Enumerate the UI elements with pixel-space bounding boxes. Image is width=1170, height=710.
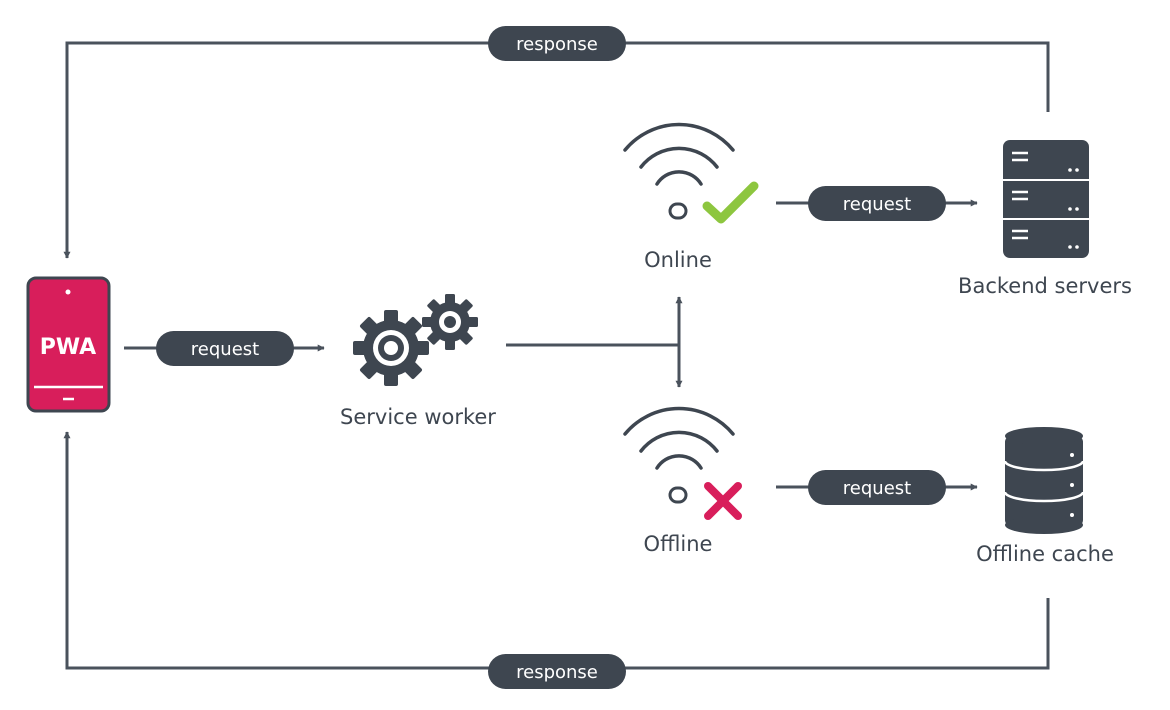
server-icon: [1003, 140, 1089, 258]
online-to-backend-pill: request: [808, 186, 946, 221]
backend-label: Backend servers: [958, 274, 1132, 298]
cross-icon: [704, 482, 742, 520]
phone-icon: [26, 276, 111, 413]
online-label: Online: [644, 248, 712, 272]
pwa-node: PWA: [26, 276, 111, 413]
offline-to-cache-label: request: [843, 478, 911, 499]
pwa-to-sw-pill: request: [156, 331, 294, 366]
cache-label: Offline cache: [976, 542, 1114, 566]
response-bottom-label: response: [516, 662, 598, 683]
pwa-label: PWA: [40, 335, 96, 360]
wifi-icon: [623, 406, 735, 504]
service-worker-label: Service worker: [340, 405, 496, 429]
cache-node: Offline cache: [976, 427, 1114, 566]
offline-to-cache-pill: request: [808, 470, 946, 505]
service-worker-node: Service worker: [340, 294, 496, 429]
wifi-icon: [623, 122, 735, 220]
gears-icon: [353, 294, 478, 386]
response-top-label: response: [516, 34, 598, 55]
response-top-pill: response: [488, 26, 626, 61]
database-icon: [1003, 427, 1085, 534]
online-node: Online: [623, 122, 759, 272]
response-bottom-line: [63, 431, 1050, 670]
pwa-to-sw-label: request: [191, 339, 259, 360]
offline-label: Offline: [644, 532, 713, 556]
response-bottom-pill: response: [488, 654, 626, 689]
backend-node: Backend servers: [958, 140, 1132, 298]
check-icon: [702, 181, 759, 224]
online-to-backend-label: request: [843, 194, 911, 215]
response-top-line: [63, 41, 1050, 259]
offline-node: Offline: [623, 406, 742, 556]
